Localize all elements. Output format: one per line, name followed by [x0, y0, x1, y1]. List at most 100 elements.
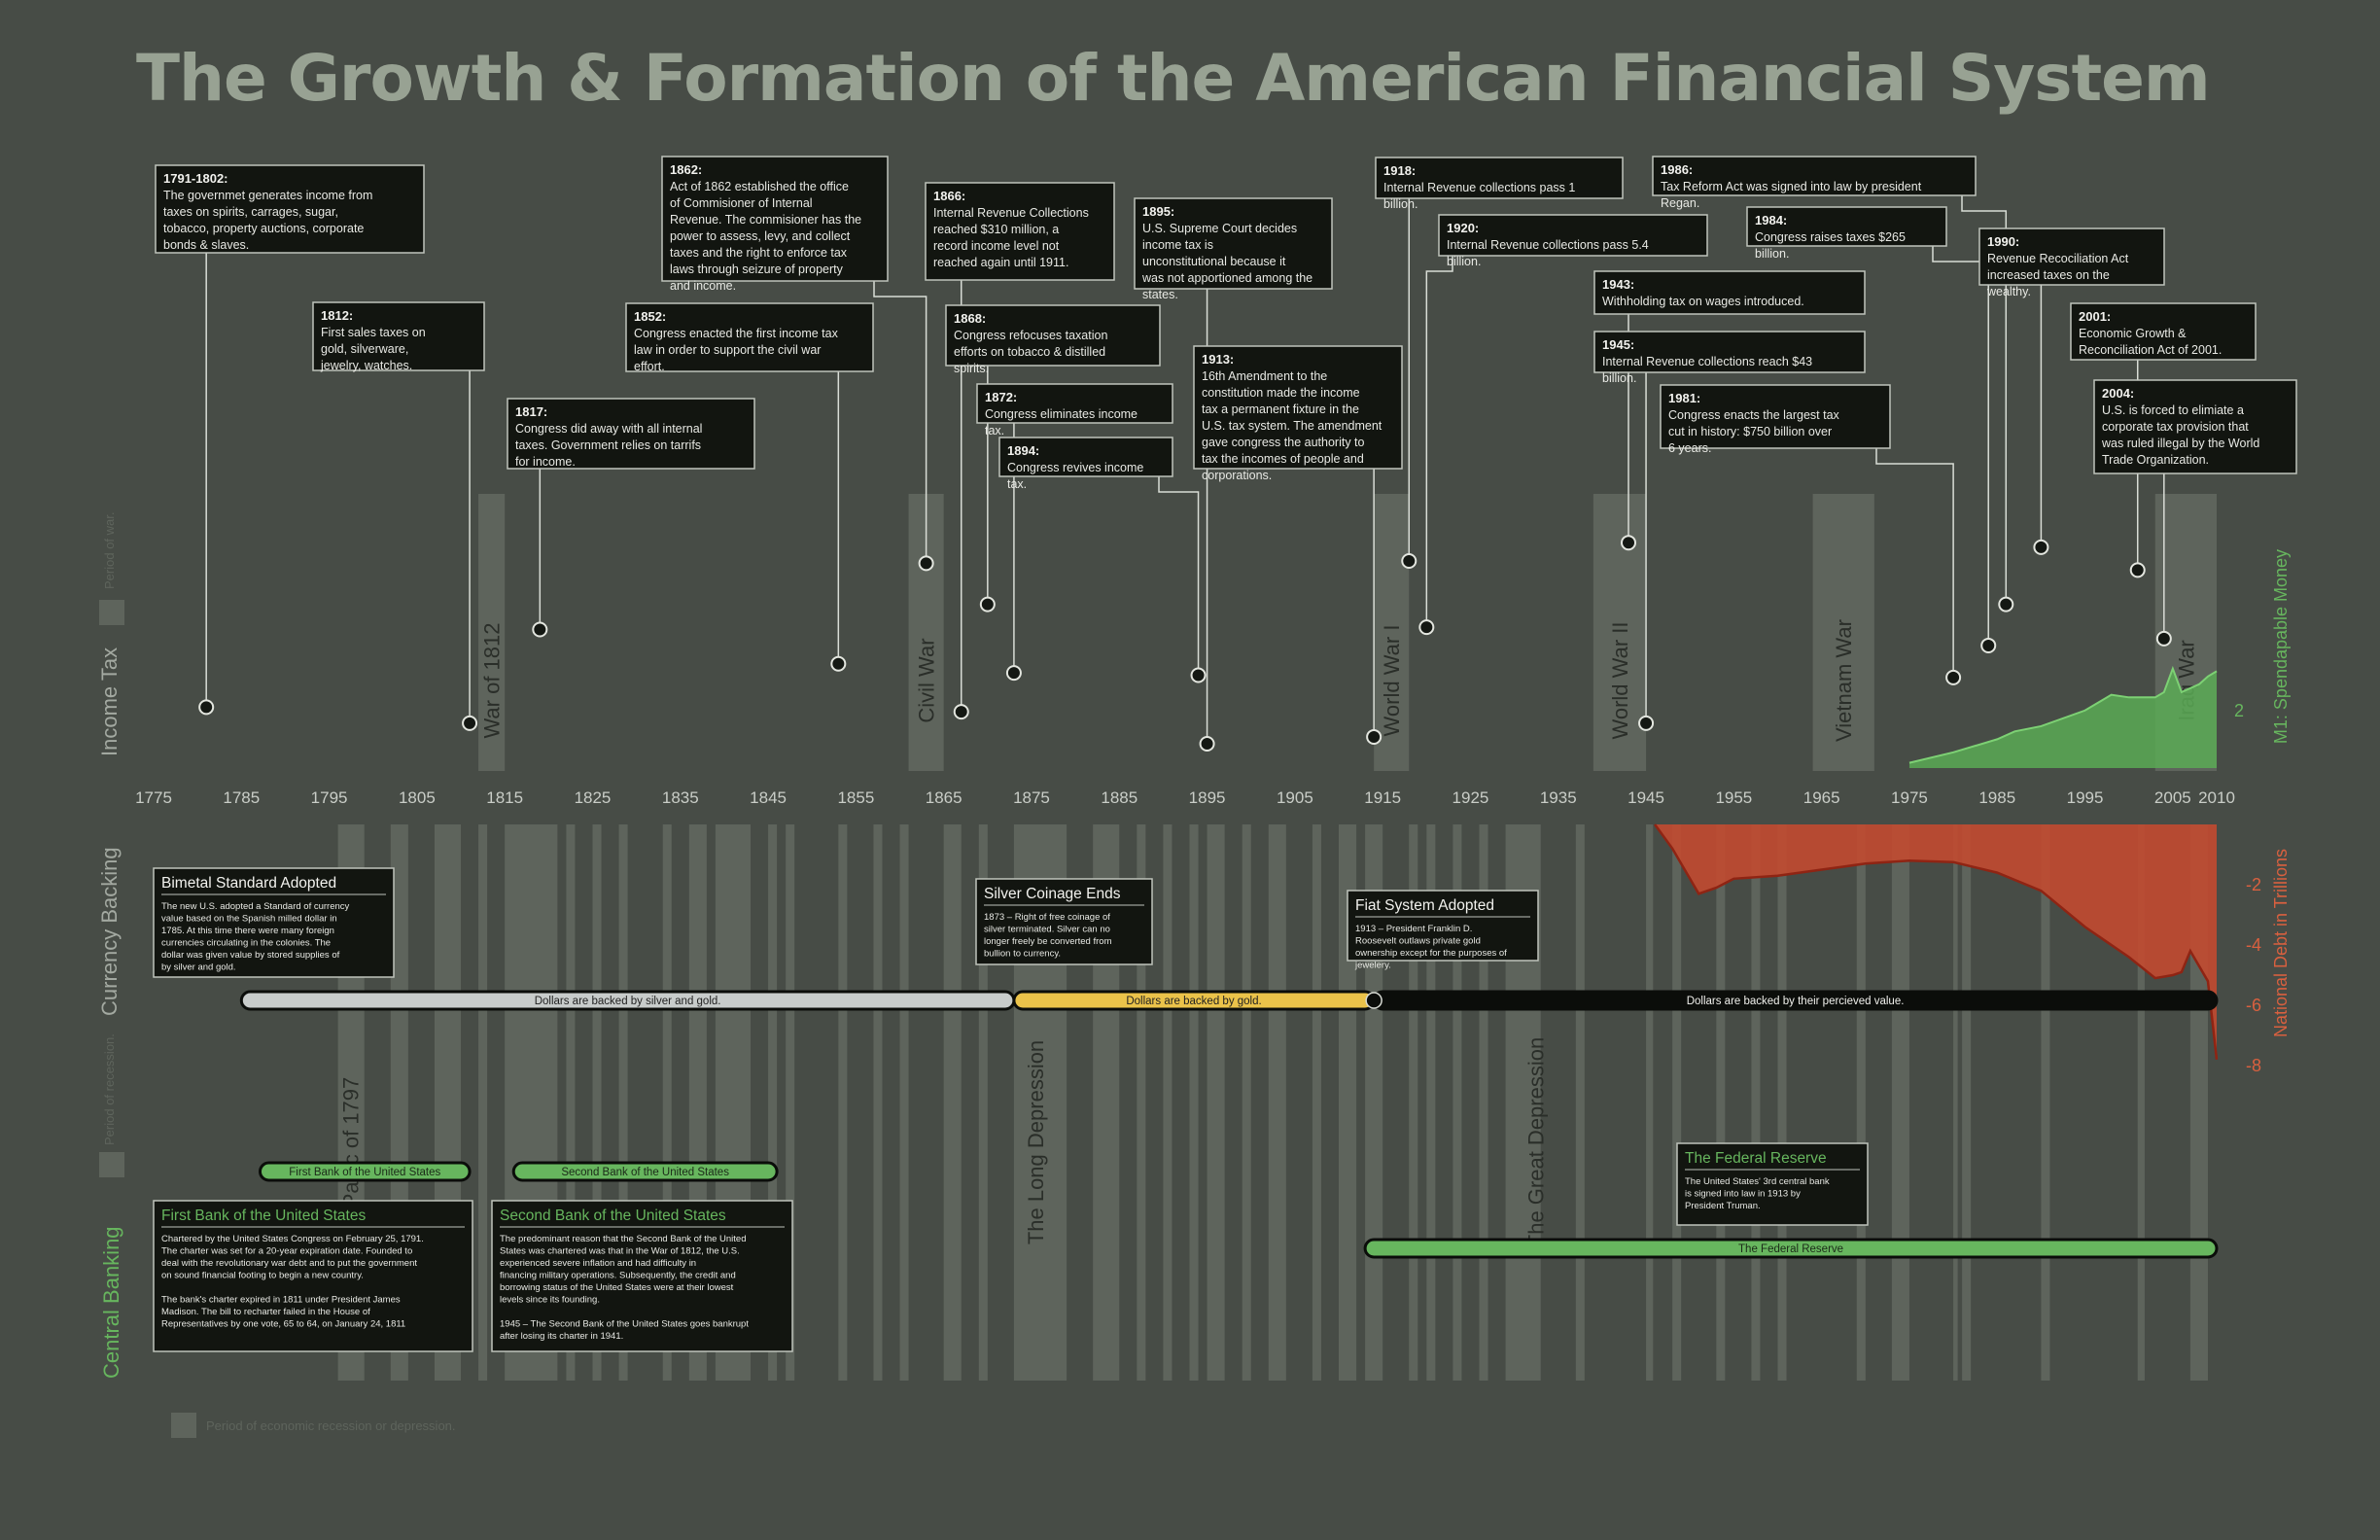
- currency-note: Silver Coinage Ends 1873 – Right of free …: [975, 878, 1153, 965]
- note-box: [1676, 1142, 1869, 1226]
- event-text-line: corporate tax provision that: [2102, 420, 2249, 434]
- recession-band: [978, 824, 988, 1381]
- event-text-line: reached again until 1911.: [933, 256, 1068, 269]
- event-box: [625, 302, 874, 372]
- note-text-line: The predominant reason that the Second B…: [500, 1234, 747, 1244]
- recession-band: [1163, 824, 1172, 1381]
- event-box: [976, 383, 1173, 424]
- debt-axis-label: National Debt in Trillions: [2271, 849, 2291, 1037]
- war-band: [478, 494, 506, 771]
- event-box: [1746, 206, 1947, 247]
- recession-band: [1268, 824, 1286, 1381]
- event-title: 1986:: [1661, 162, 1693, 177]
- x-tick-label: 1795: [311, 788, 348, 807]
- event-callout: 1943:Withholding tax on wages introduced…: [1593, 270, 1866, 551]
- recession-band: [662, 824, 672, 1381]
- event-box: [998, 437, 1173, 477]
- central-bank-note: First Bank of the United StatesChartered…: [153, 1200, 473, 1352]
- recession-band: [1242, 824, 1251, 1381]
- recession-band: [1856, 824, 1866, 1381]
- central-bank-bar-label: First Bank of the United States: [289, 1167, 440, 1178]
- event-title: 1894:: [1007, 443, 1039, 458]
- recession-band: [2137, 824, 2145, 1381]
- event-dot: [830, 655, 847, 672]
- x-tick-label: 1995: [2067, 788, 2104, 807]
- event-text-line: Internal Revenue collections reach $43: [1602, 355, 1812, 368]
- note-text-line: deal with the revolutionary war debt and…: [161, 1258, 417, 1269]
- event-text-line: unconstitutional because it: [1142, 255, 1286, 268]
- note-text-line: levels since its founding.: [500, 1295, 600, 1306]
- currency-bar-label: Dollars are backed by their percieved va…: [1687, 996, 1905, 1007]
- x-tick-label: 1925: [1452, 788, 1489, 807]
- x-tick-label: 1775: [135, 788, 172, 807]
- event-text-line: income tax is: [1142, 238, 1213, 252]
- event-text-line: Withholding tax on wages introduced.: [1602, 295, 1804, 308]
- event-text-line: increased taxes on the: [1987, 268, 2110, 282]
- note-text-line: 1873 – Right of free coinage of: [984, 912, 1110, 923]
- x-tick-label: 1845: [750, 788, 787, 807]
- event-title: 1812:: [321, 308, 353, 323]
- event-text-line: billion.: [1383, 197, 1418, 211]
- event-title: 1984:: [1755, 213, 1787, 228]
- event-text-line: Internal Revenue Collections: [933, 206, 1089, 220]
- recession-band: [1426, 824, 1436, 1381]
- event-dot: [1190, 667, 1207, 683]
- note-text-line: financing military operations. Subsequen…: [500, 1271, 736, 1281]
- event-text-line: was ruled illegal by the World: [2101, 437, 2259, 450]
- event-text-line: tax.: [1007, 477, 1027, 491]
- event-title: 1868:: [954, 311, 986, 326]
- note-box: [975, 878, 1153, 965]
- event-box: [1438, 214, 1708, 257]
- event-dot: [1621, 535, 1637, 551]
- event-box: [925, 182, 1115, 281]
- debt-tick-label: -2: [2246, 875, 2261, 894]
- m1-tick-label: 2: [2234, 701, 2244, 720]
- note-title: Bimetal Standard Adopted: [161, 875, 336, 892]
- event-dot: [1998, 596, 2014, 612]
- event-callout: 1981:Congress enacts the largest taxcut …: [1660, 384, 1962, 685]
- event-callout: 1920:Internal Revenue collections pass 5…: [1418, 214, 1708, 636]
- recession-band: [2041, 824, 2050, 1381]
- recession-band: [478, 824, 488, 1381]
- event-text-line: Act of 1862 established the office: [670, 180, 849, 193]
- currency-bar-label: Dollars are backed by gold.: [1126, 996, 1261, 1007]
- event-dot: [953, 704, 969, 720]
- event-box: [1978, 228, 2165, 286]
- note-text-line: Madison. The bill to recharter failed in…: [161, 1307, 370, 1317]
- event-title: 1913:: [1202, 352, 1234, 367]
- war-swatch: [99, 600, 124, 625]
- note-title: The Federal Reserve: [1685, 1150, 1827, 1167]
- note-title: Silver Coinage Ends: [984, 886, 1121, 902]
- note-text-line: jewelery.: [1354, 961, 1391, 971]
- event-dot: [1945, 669, 1962, 685]
- event-title: 1920:: [1447, 221, 1479, 235]
- note-text-line: dollar was given value by stored supplie…: [161, 950, 340, 961]
- note-box: [153, 867, 395, 978]
- note-text-line: 1785. At this time there were many forei…: [161, 926, 334, 936]
- central-bank-bar: [511, 1161, 779, 1182]
- event-leader-line: [873, 281, 928, 564]
- note-text-line: experienced severe inflation and had dif…: [500, 1258, 696, 1269]
- event-text-line: Congress did away with all internal: [515, 422, 702, 436]
- event-leader-line: [1961, 195, 2008, 605]
- event-text-line: Congress enacts the largest tax: [1668, 408, 1840, 422]
- event-title: 1791-1802:: [163, 171, 228, 186]
- x-tick-label: 1885: [1101, 788, 1138, 807]
- event-callout: 2004:U.S. is forced to elimiate acorpora…: [2093, 379, 2297, 647]
- event-title: 1981:: [1668, 391, 1700, 405]
- x-tick-label: 1835: [662, 788, 699, 807]
- note-text-line: 1945 – The Second Bank of the United Sta…: [500, 1319, 749, 1330]
- event-dot: [1366, 728, 1382, 745]
- event-text-line: billion.: [1602, 371, 1636, 385]
- x-tick-label: 1975: [1891, 788, 1928, 807]
- note-text-line: The United States' 3rd central bank: [1685, 1176, 1830, 1187]
- note-text-line: is signed into law in 1913 by: [1685, 1189, 1801, 1200]
- recession-band: [1312, 824, 1321, 1381]
- event-title: 1918:: [1383, 163, 1416, 178]
- currency-bar-label: Dollars are backed by silver and gold.: [535, 996, 721, 1007]
- event-box: [661, 156, 889, 282]
- x-tick-label: 1895: [1189, 788, 1226, 807]
